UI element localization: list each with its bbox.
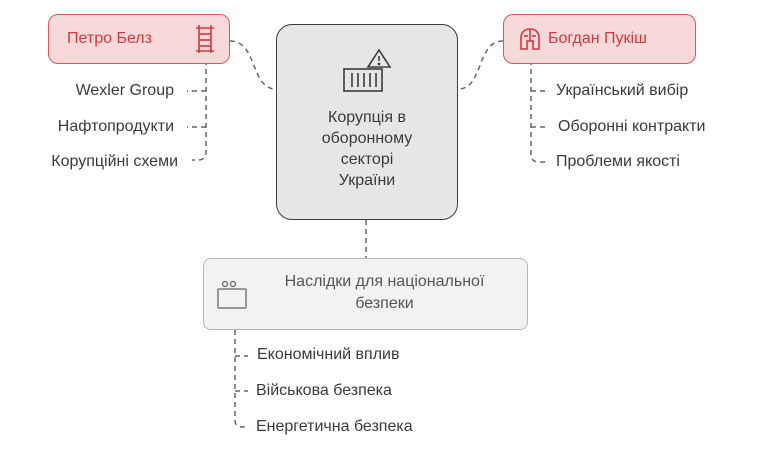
person-box-bohdan-pukish[interactable]: Богдан Пукіш xyxy=(503,14,696,64)
connector-right-items xyxy=(530,60,548,163)
consequences-box[interactable]: Наслідки для національної безпеки xyxy=(203,258,528,330)
connector-left-person xyxy=(229,40,277,90)
connector-right-person xyxy=(457,40,504,90)
person-name: Богдан Пукіш xyxy=(548,30,647,47)
central-topic-title: Корупція в оборонному секторі України xyxy=(321,109,413,189)
warning-box-icon xyxy=(343,48,392,92)
leaf-ukrainian-choice: Український вибір xyxy=(556,82,689,99)
leaf-energy-security: Енергетична безпека xyxy=(256,418,413,435)
leaf-wexler-group: Wexler Group xyxy=(75,82,174,99)
toaster-icon xyxy=(217,280,247,309)
person-box-petro-belz[interactable]: Петро Белз xyxy=(48,14,230,64)
leaf-defense-contracts: Оборонні контракти xyxy=(558,118,706,135)
consequences-title: Наслідки для національної безпеки xyxy=(284,273,485,312)
leaf-oil-products: Нафтопродукти xyxy=(57,118,174,135)
leaf-economic-impact: Економічний вплив xyxy=(257,346,400,363)
leaf-corruption-schemes: Корупційні схеми xyxy=(51,153,178,170)
helmet-icon xyxy=(520,28,540,50)
person-name: Петро Белз xyxy=(67,30,152,47)
leaf-military-security: Військова безпека xyxy=(256,382,392,399)
central-topic-box[interactable]: Корупція в оборонному секторі України xyxy=(276,24,458,220)
connector-consequence-items xyxy=(234,330,249,428)
connector-left-items xyxy=(192,60,207,161)
leaf-quality-problems: Проблеми якості xyxy=(556,153,680,170)
ladder-icon xyxy=(196,25,214,53)
